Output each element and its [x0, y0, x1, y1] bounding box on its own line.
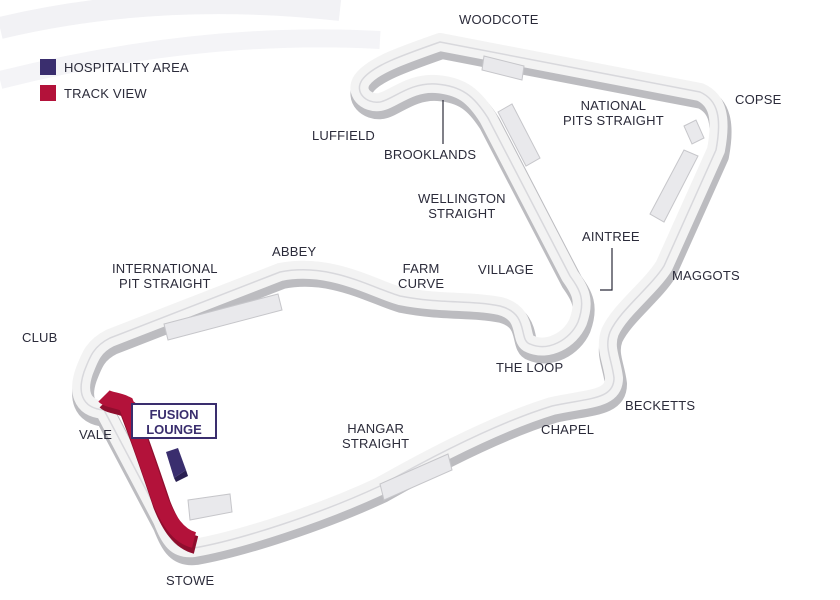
- corner-hangar-straight: HANGAR STRAIGHT: [342, 421, 410, 451]
- corner-national-pits-straight: NATIONAL PITS STRAIGHT: [563, 98, 664, 128]
- grandstand: [497, 103, 541, 167]
- corner-club: CLUB: [22, 330, 58, 345]
- aintree-leader: [600, 248, 613, 291]
- grandstand: [683, 119, 705, 145]
- corner-brooklands: BROOKLANDS: [384, 147, 477, 162]
- corner-luffield: LUFFIELD: [312, 128, 376, 143]
- map-legend: HOSPITALITY AREA TRACK VIEW: [40, 58, 189, 110]
- corner-vale: VALE: [79, 427, 113, 442]
- hospitality-building: [166, 448, 186, 478]
- grandstand: [481, 55, 525, 81]
- fusion-lounge-callout: FUSION LOUNGE: [131, 403, 217, 439]
- legend-label: HOSPITALITY AREA: [64, 59, 189, 75]
- grandstand: [649, 149, 699, 223]
- corner-becketts: BECKETTS: [625, 398, 696, 413]
- background-swoosh: [0, 0, 342, 39]
- track-view-section: [98, 389, 197, 548]
- corner-wellington-straight: WELLINGTON STRAIGHT: [418, 191, 506, 221]
- legend-label: TRACK VIEW: [64, 85, 147, 101]
- corner-international-pit-straight: INTERNATIONAL PIT STRAIGHT: [112, 261, 218, 291]
- track-view-swatch: [40, 85, 56, 101]
- corner-village: VILLAGE: [478, 262, 534, 277]
- corner-copse: COPSE: [735, 92, 782, 107]
- fusion-lounge-label: FUSION LOUNGE: [146, 407, 202, 437]
- grandstand: [379, 453, 453, 501]
- hospitality-swatch: [40, 59, 56, 75]
- grandstand: [163, 293, 283, 341]
- hospitality-building: [174, 470, 188, 482]
- corner-maggots: MAGGOTS: [672, 268, 740, 283]
- corner-stowe: STOWE: [166, 573, 215, 588]
- corner-chapel: CHAPEL: [541, 422, 595, 437]
- grandstand: [187, 493, 233, 521]
- track-edge: [80, 41, 720, 549]
- corner-woodcote: WOODCOTE: [459, 12, 539, 27]
- legend-item-track-view: TRACK VIEW: [40, 84, 189, 102]
- legend-item-hospitality: HOSPITALITY AREA: [40, 58, 189, 76]
- corner-the-loop: THE LOOP: [496, 360, 564, 375]
- corner-abbey: ABBEY: [272, 244, 317, 259]
- corner-aintree: AINTREE: [582, 229, 640, 244]
- corner-farm-curve: FARM CURVE: [398, 261, 445, 291]
